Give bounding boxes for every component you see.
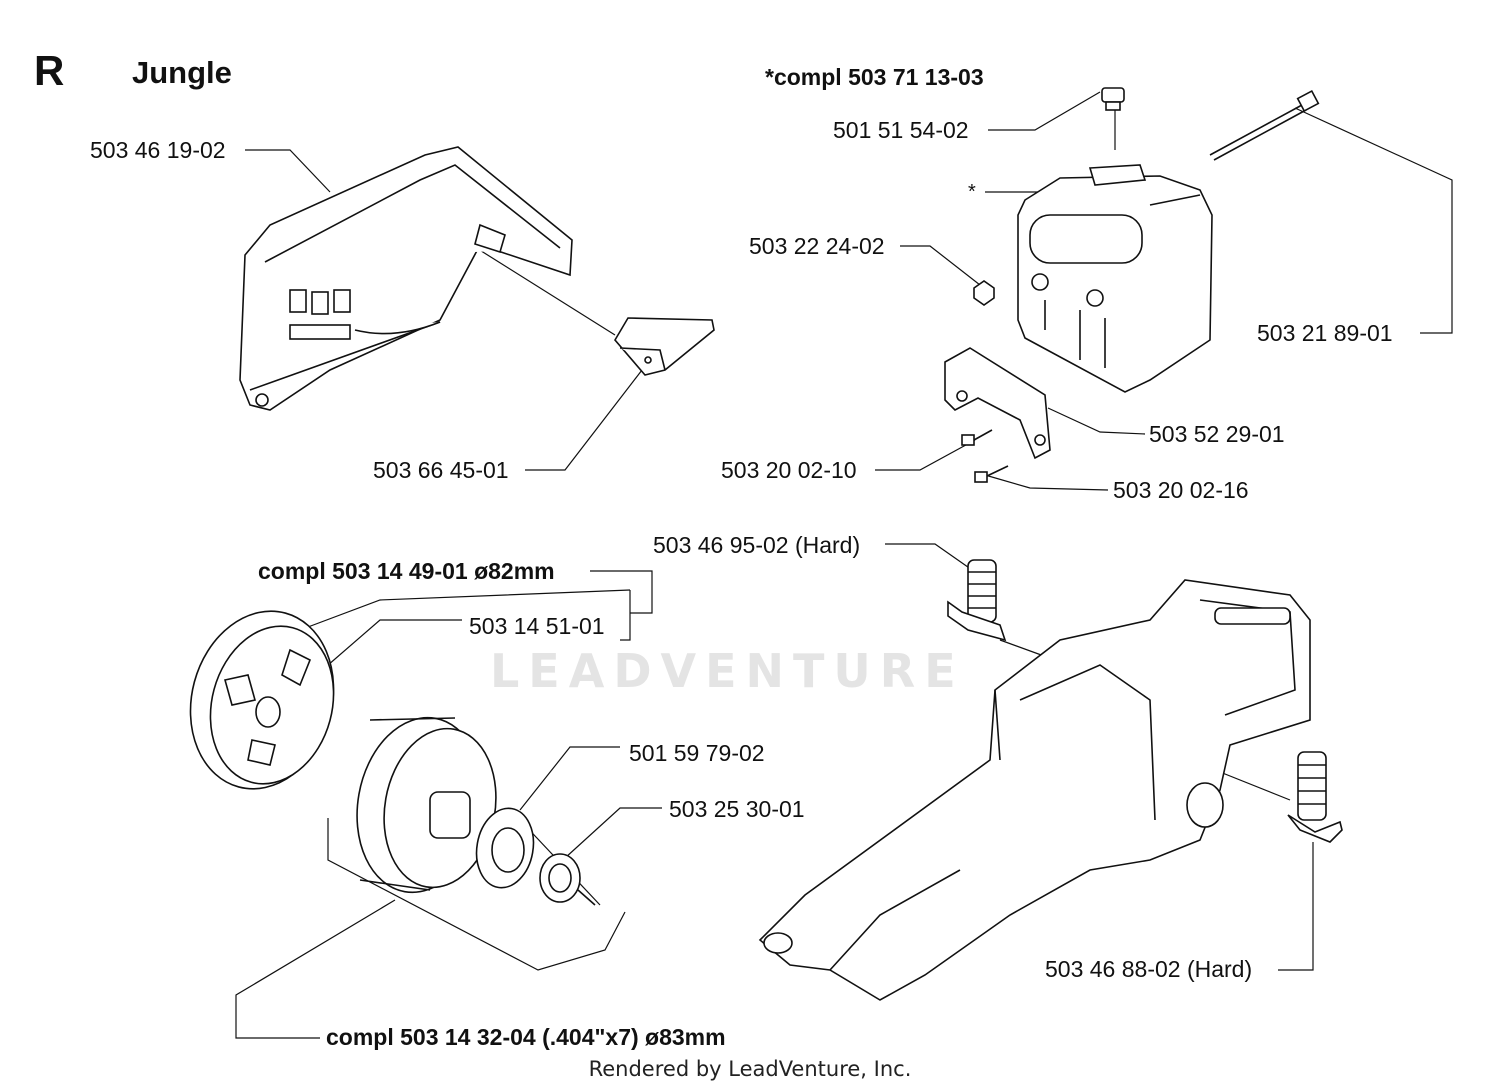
leader-line: [875, 439, 976, 471]
nut-part: [973, 280, 995, 306]
leader-line: [590, 570, 653, 614]
assembly-number-label[interactable]: *compl 503 71 13-03: [765, 64, 984, 90]
clutch-part: [189, 610, 335, 790]
leader-line: [245, 149, 331, 193]
part-number-label[interactable]: 503 66 45-01: [373, 457, 509, 483]
leader-line: [299, 589, 631, 631]
leader-line: [1294, 107, 1453, 334]
crankcase-handle-part: [758, 579, 1311, 1001]
av-spring-bottom-part: [1287, 751, 1343, 843]
leader-line: [564, 807, 662, 859]
part-number-label[interactable]: 503 20 02-16: [1113, 477, 1249, 503]
muffler-bracket-part: [944, 347, 1051, 460]
cap-screw-part: [1101, 87, 1125, 111]
needle-bearing-part: [539, 853, 596, 906]
leader-line: [900, 245, 981, 286]
leader-line: [1214, 769, 1291, 801]
assembly-number-label[interactable]: compl 503 14 32-04 (.404"x7) ø83mm: [326, 1024, 726, 1050]
av-spring-top-part: [947, 559, 1007, 642]
part-number-label[interactable]: 503 25 30-01: [669, 796, 805, 822]
section-letter: R: [34, 47, 65, 94]
section-title: Jungle: [132, 55, 232, 90]
screw-parts: [961, 429, 1009, 483]
part-number-label[interactable]: 503 46 95-02 (Hard): [653, 532, 861, 558]
asterisk-marker: *: [968, 181, 976, 203]
leader-line: [1278, 842, 1314, 971]
leader-line: [1047, 407, 1146, 435]
part-number-label[interactable]: 503 20 02-10: [721, 457, 857, 483]
watermark-text: LEADVENTURE: [490, 644, 965, 698]
chain-guide-plate-part: [614, 317, 715, 376]
leader-line: [519, 746, 620, 811]
muffler-part: [1017, 164, 1213, 393]
sprocket-part: [475, 807, 535, 889]
clutch-drum-part: [356, 716, 497, 894]
part-number-label[interactable]: 501 51 54-02: [833, 117, 969, 143]
leader-line: [319, 619, 462, 673]
leader-line: [327, 818, 626, 971]
part-number-label[interactable]: 503 46 88-02 (Hard): [1045, 956, 1253, 982]
assembly-number-label[interactable]: compl 503 14 49-01 ø82mm: [258, 558, 555, 584]
part-number-label[interactable]: 503 22 24-02: [749, 233, 885, 259]
long-bolt-part: [1209, 89, 1320, 161]
clutch-cover-part: [239, 146, 573, 411]
leader-line: [235, 899, 396, 1039]
footer-text: Rendered by LeadVenture, Inc.: [588, 1057, 912, 1081]
leader-line: [885, 543, 976, 573]
part-number-label[interactable]: 503 21 89-01: [1257, 320, 1393, 346]
leader-line: [525, 369, 643, 471]
leader-line: [988, 91, 1101, 131]
part-number-label[interactable]: 503 46 19-02: [90, 137, 226, 163]
part-number-label[interactable]: 503 52 29-01: [1149, 421, 1285, 447]
leader-line: [984, 474, 1109, 491]
part-number-label[interactable]: 501 59 79-02: [629, 740, 765, 766]
part-number-label[interactable]: 503 14 51-01: [469, 613, 605, 639]
leader-line: [620, 590, 631, 641]
